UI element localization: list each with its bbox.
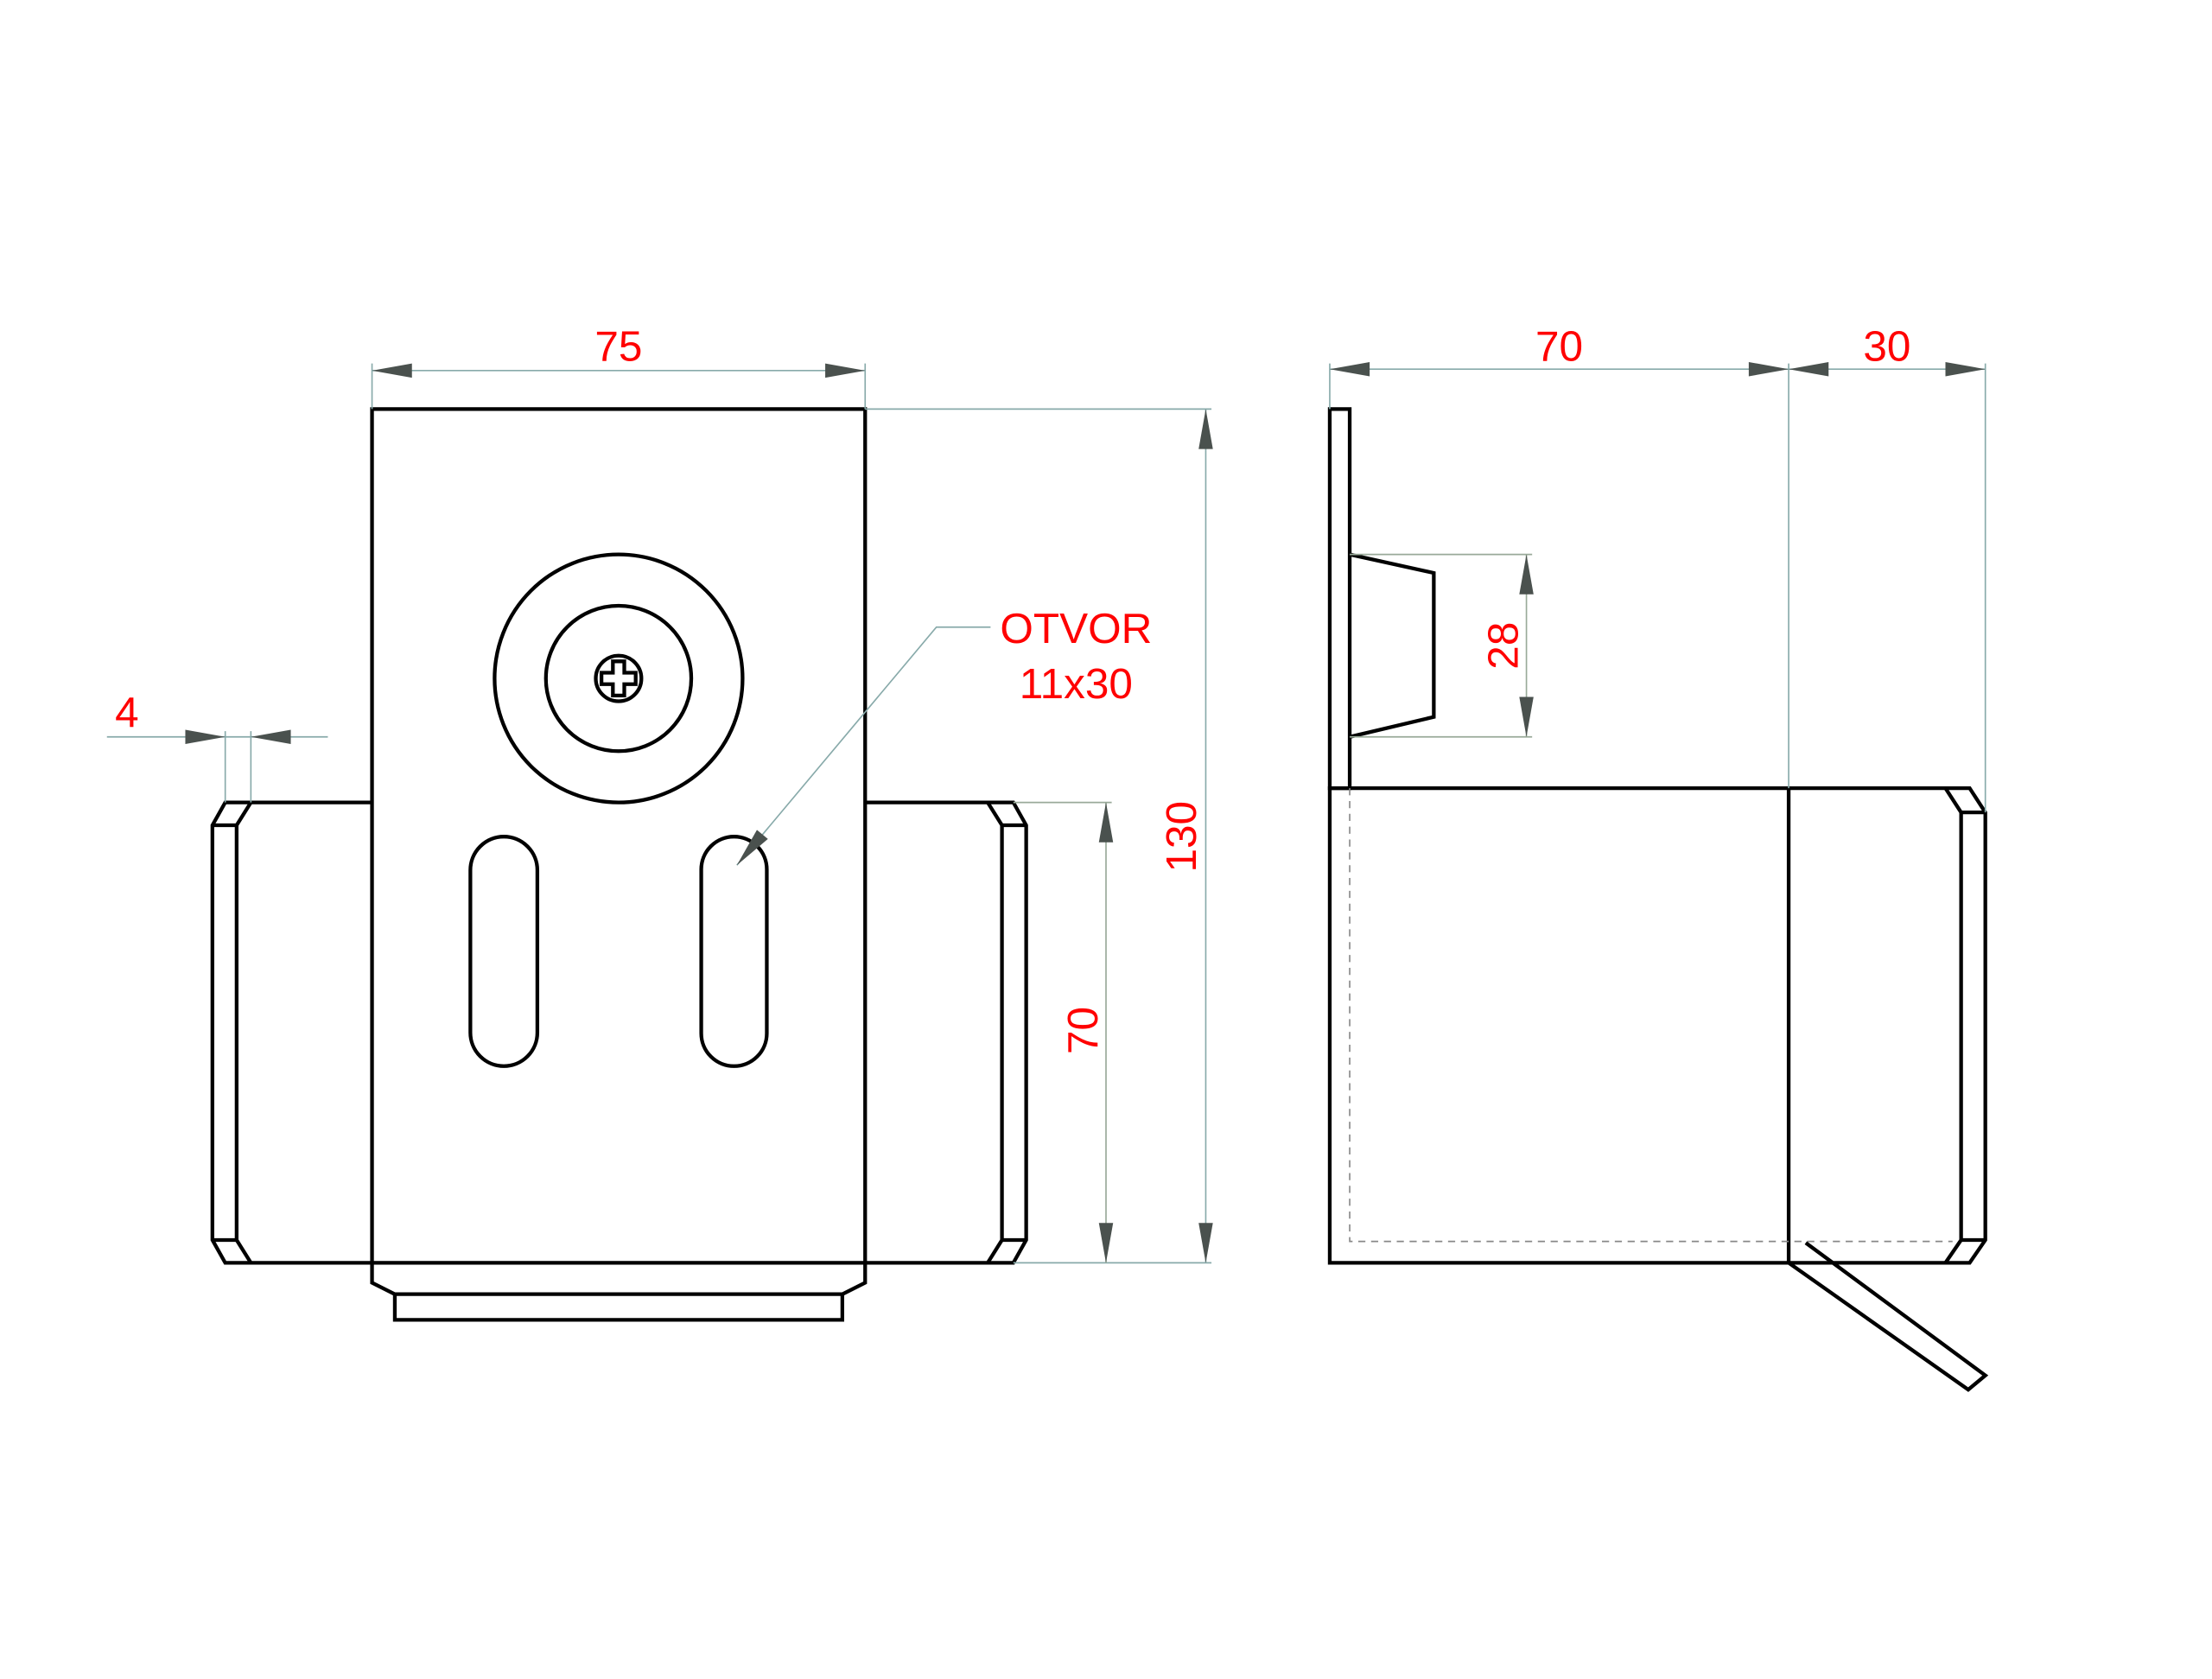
slot-right	[699, 835, 769, 1068]
arrowhead	[1748, 361, 1789, 377]
arrowhead	[1329, 361, 1370, 377]
arrowhead	[1198, 1223, 1213, 1263]
hinged-flap	[1787, 1241, 1989, 1392]
arrowhead	[1098, 802, 1114, 843]
slot-left	[468, 835, 540, 1068]
washer-inner	[543, 603, 694, 754]
back-plate	[1327, 407, 1352, 791]
washer-outer	[493, 552, 745, 805]
arrowhead	[1098, 1223, 1114, 1263]
screw	[493, 552, 745, 805]
front-view: OTVOR 11x30 75 130 70 4	[106, 322, 1212, 1322]
dim-75-label: 75	[594, 322, 642, 370]
screw-head	[594, 653, 644, 703]
arrowhead	[736, 830, 768, 866]
right-wing	[865, 800, 1028, 1265]
dim-70-depth-label: 70	[1535, 322, 1583, 370]
arrowhead	[825, 363, 866, 378]
dim-4-line	[106, 731, 328, 803]
dim-top-lines	[1329, 363, 1986, 813]
arrowhead	[1519, 554, 1534, 595]
bottom-flange	[370, 1262, 868, 1322]
arrowhead	[1198, 409, 1213, 449]
dim-28-label: 28	[1480, 622, 1528, 670]
hidden-line	[1349, 788, 1953, 1243]
dim-75-line	[371, 363, 867, 410]
dim-30-label: 30	[1863, 322, 1910, 370]
boss	[1349, 552, 1436, 739]
callout-line2: 11x30	[1020, 660, 1133, 708]
arrowhead	[251, 729, 291, 744]
arrowhead	[1519, 696, 1534, 737]
arrowhead	[1945, 361, 1986, 377]
side-view: 70 30 28	[1327, 322, 1989, 1392]
callout-line1: OTVOR	[1000, 605, 1152, 652]
dim-130-label: 130	[1158, 801, 1205, 873]
arrowhead	[372, 363, 412, 378]
dim-70-wing-label: 70	[1059, 1007, 1107, 1054]
main-plate	[370, 407, 868, 1265]
left-wing	[210, 800, 372, 1265]
callout-leader	[736, 626, 991, 866]
arrowhead	[185, 729, 226, 744]
body	[1327, 785, 1987, 1265]
body-edges	[1786, 786, 1986, 1264]
phillips-cross-icon	[599, 659, 638, 698]
dimension-arrows	[185, 361, 1986, 1263]
dim-130-line	[865, 408, 1212, 1264]
arrowhead	[1789, 361, 1829, 377]
dim-4-label: 4	[115, 689, 139, 736]
dim-70-line	[1013, 801, 1112, 1263]
